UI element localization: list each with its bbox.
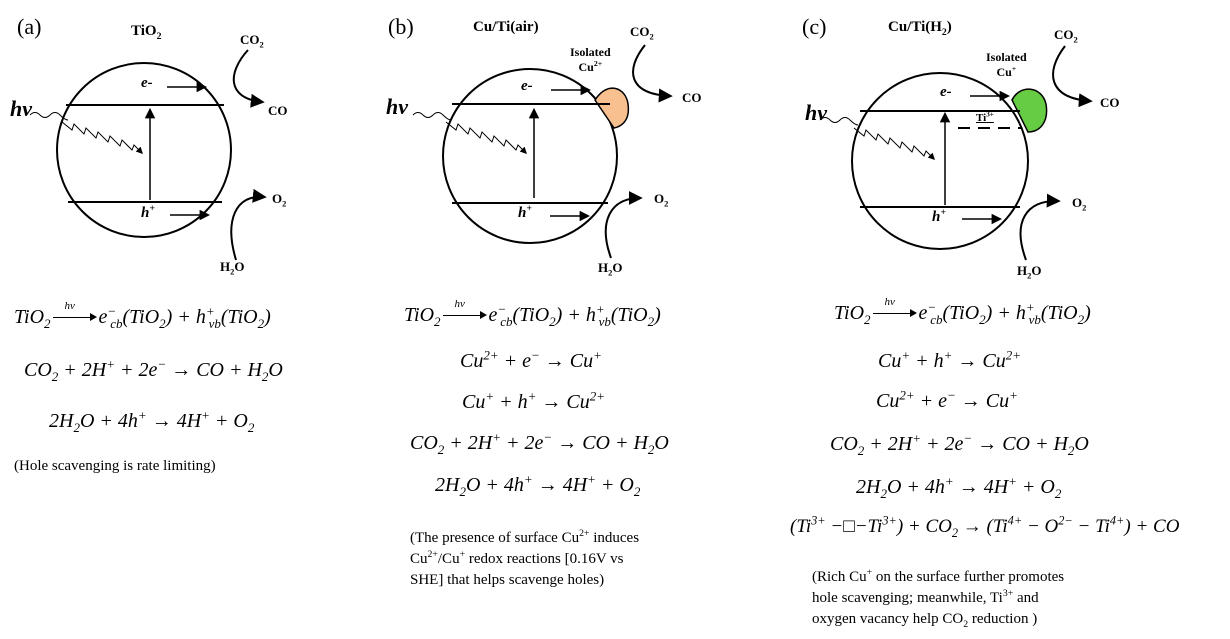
photon-label: hv (386, 94, 408, 119)
co2-label: CO2 (240, 32, 264, 50)
equation-cu-oxidation: Cu+ + h+ → Cu2+ (878, 347, 1022, 372)
h2o-to-o2-arrow (604, 191, 643, 259)
equation-cu-oxidation: Cu+ + h+ → Cu2+ (462, 388, 606, 413)
co-label: CO (268, 103, 288, 118)
panel-note: (Rich Cu+ on the surface further promote… (812, 567, 1065, 630)
h2o-label: H2O (220, 259, 245, 277)
o2-label: O2 (654, 191, 669, 209)
photon-label: hv (10, 96, 32, 121)
hole-label: h+ (141, 203, 155, 221)
co2-label: CO2 (1054, 27, 1078, 45)
equation-co2-reduction: CO2 + 2H+ + 2e− → CO + H2O (24, 356, 283, 384)
co2-to-co-arrow (632, 44, 673, 103)
h2o-label: H2O (598, 260, 623, 278)
panel-note: (Hole scavenging is rate limiting) (14, 458, 216, 474)
cocatalyst-cuplus (1011, 88, 1048, 133)
h2o-to-o2-arrow (230, 188, 267, 261)
o2-label: O2 (272, 191, 287, 209)
co2-to-co-arrow (1052, 45, 1093, 108)
photon-zigzag (61, 121, 143, 154)
band-diagram (819, 45, 1093, 261)
co-label: CO (682, 90, 702, 105)
particle-circle (851, 72, 1029, 250)
photon-zigzag (445, 121, 527, 154)
photon-label: hv (805, 100, 827, 125)
band-diagram (29, 49, 267, 261)
photon-wave (29, 112, 69, 121)
panel-title: Cu/Ti(air) (473, 19, 539, 35)
ti3plus-label: Ti3+ (976, 110, 994, 124)
band-diagram (412, 44, 673, 259)
co2-to-co-arrow (232, 49, 265, 108)
o2-label: O2 (1072, 195, 1087, 213)
particle-circle (56, 62, 232, 238)
electron-label: e- (141, 75, 153, 91)
equation-cu2-reduction: Cu2+ + e− → Cu+ (460, 347, 602, 372)
panel-title: Cu/Ti(H2) (888, 19, 952, 38)
panel-title: TiO2 (131, 23, 162, 42)
electron-label: e- (521, 78, 533, 94)
equation-water-oxidation: 2H2O + 4h+ → 4H+ + O2 (856, 473, 1062, 501)
panel-note: (The presence of surface Cu2+ induces Cu… (410, 528, 640, 588)
panel-letter: (a) (17, 14, 42, 39)
equation-oxygen-vacancy: (Ti3+ −□−Ti3+) + CO2 → (Ti4+ − O2− − Ti4… (790, 513, 1180, 540)
h2o-to-o2-arrow (1019, 193, 1061, 261)
hole-label: h+ (518, 203, 532, 221)
equation-co2-reduction: CO2 + 2H+ + 2e− → CO + H2O (410, 429, 669, 457)
equation-water-oxidation: 2H2O + 4h+ → 4H+ + O2 (49, 407, 255, 435)
photon-wave (412, 112, 452, 121)
panel-letter: (c) (802, 14, 827, 39)
electron-label: e- (940, 84, 952, 100)
photon-zigzag (853, 127, 935, 160)
cocatalyst-cu2plus (594, 87, 630, 129)
photon-wave (819, 117, 859, 126)
co-label: CO (1100, 95, 1120, 110)
panel-letter: (b) (388, 14, 414, 39)
equation-water-oxidation: 2H2O + 4h+ → 4H+ + O2 (435, 471, 641, 499)
equation-cu2-reduction: Cu2+ + e− → Cu+ (876, 387, 1018, 412)
h2o-label: H2O (1017, 263, 1042, 281)
particle-circle (442, 68, 618, 244)
co2-label: CO2 (630, 24, 654, 42)
equation-co2-reduction: CO2 + 2H+ + 2e− → CO + H2O (830, 430, 1089, 458)
hole-label: h+ (932, 207, 946, 225)
